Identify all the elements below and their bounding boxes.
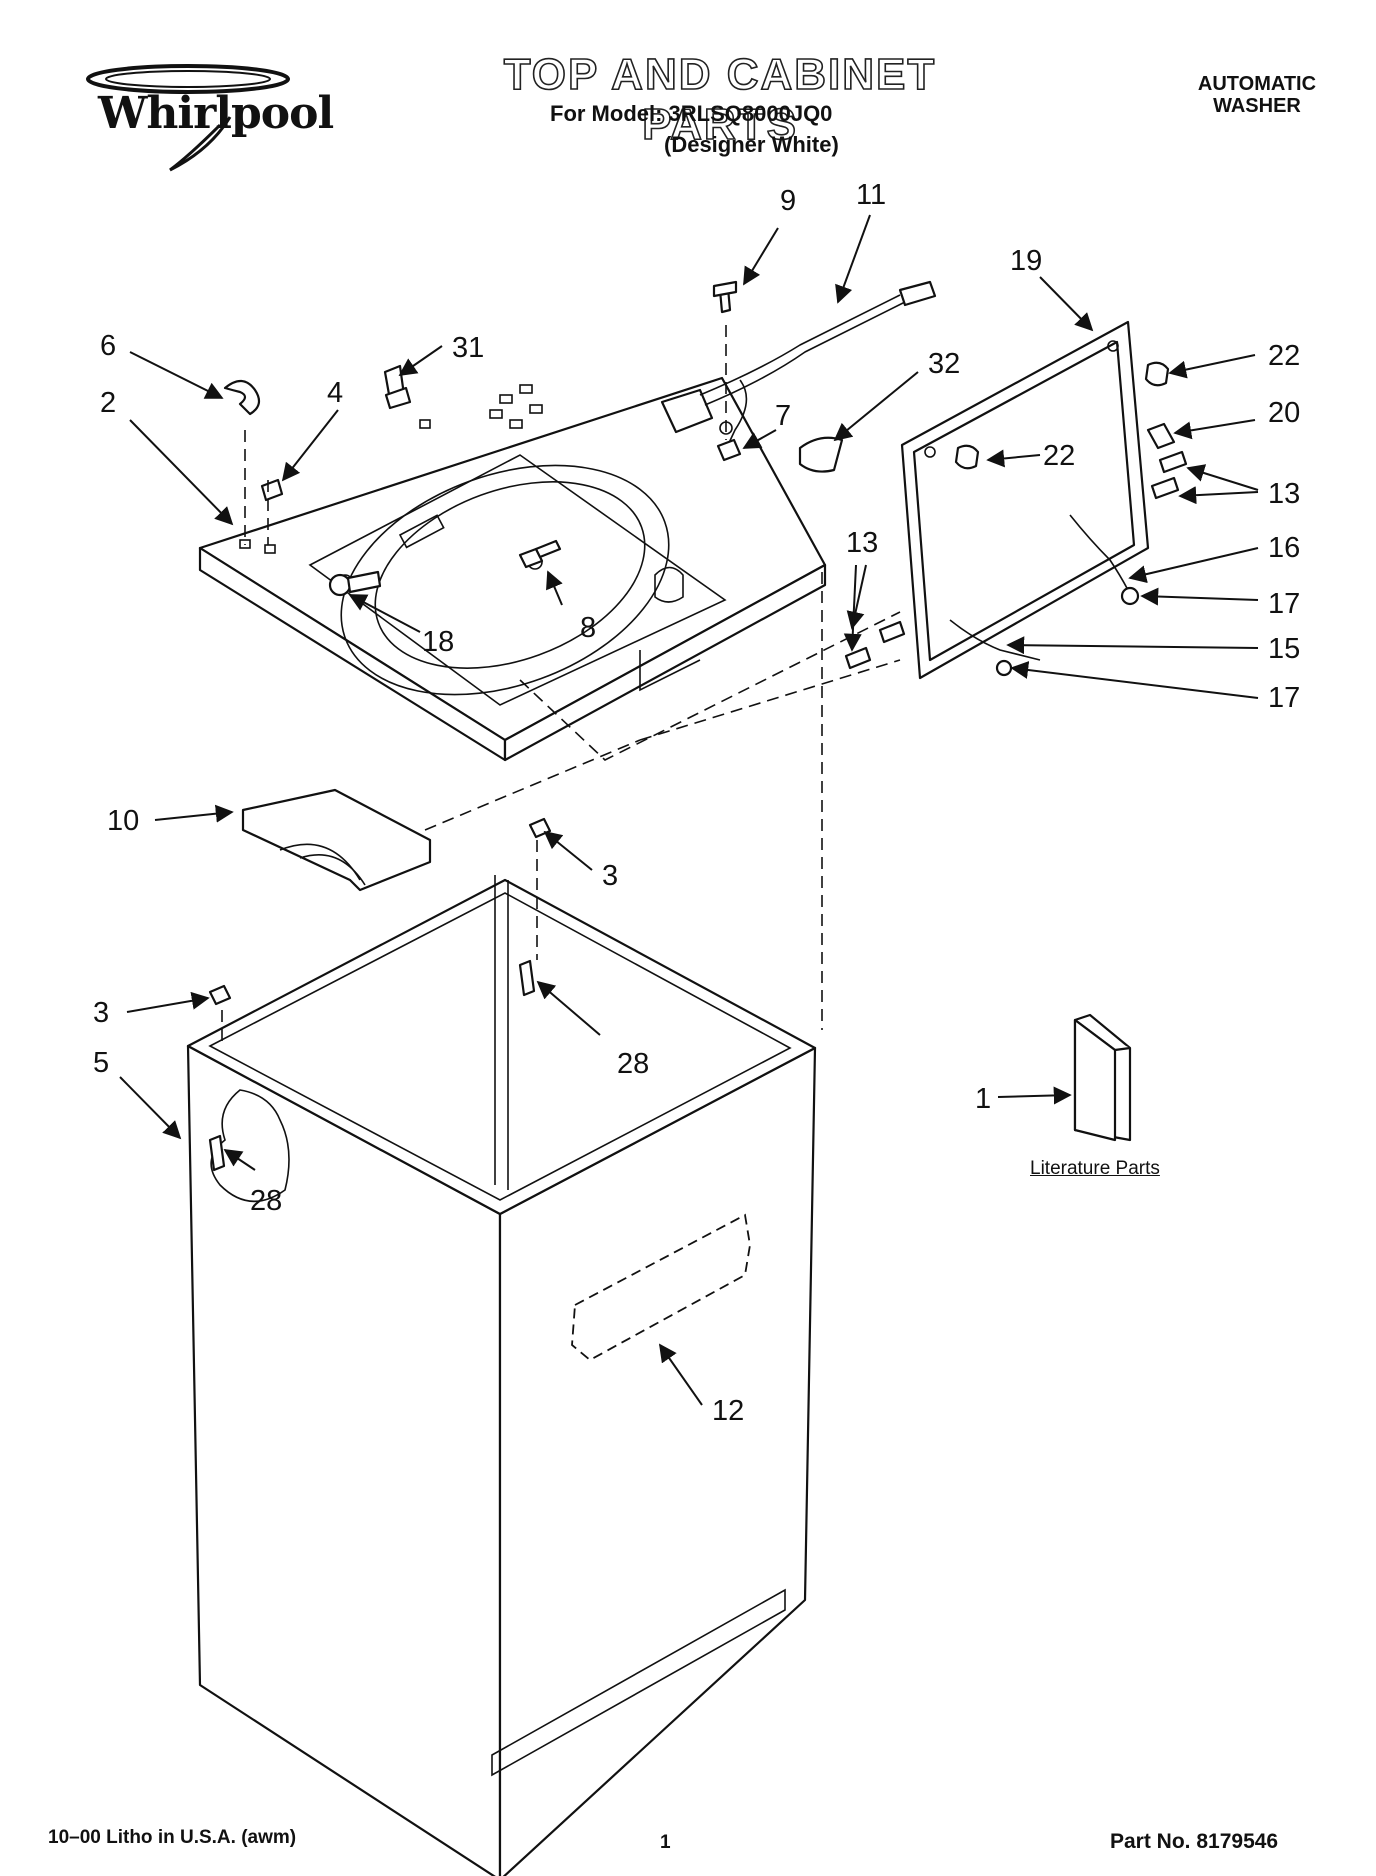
callout-32: 32 xyxy=(928,348,960,380)
page-number: 1 xyxy=(660,1832,671,1853)
console-frame-part-19 xyxy=(900,320,1150,680)
finish-label: (Designer White) xyxy=(664,132,839,157)
callout-8: 8 xyxy=(580,612,596,644)
lid-switch-assembly xyxy=(660,280,937,462)
literature-book-part-1 xyxy=(1073,1013,1132,1142)
callout-28a: 28 xyxy=(617,1048,649,1080)
nozzle-part-18 xyxy=(328,570,382,597)
callout-1: 1 xyxy=(975,1083,991,1115)
callout-16: 16 xyxy=(1268,532,1300,564)
callout-15: 15 xyxy=(1268,633,1300,665)
callout-18: 18 xyxy=(422,626,454,658)
callout-12: 12 xyxy=(712,1395,744,1427)
callout-4: 4 xyxy=(327,377,343,409)
callout-20: 20 xyxy=(1268,397,1300,429)
callout-3b: 3 xyxy=(93,997,109,1029)
callout-10: 10 xyxy=(107,805,139,837)
appliance-type-line2: WASHER xyxy=(1213,95,1301,117)
callout-13a: 13 xyxy=(1268,478,1300,510)
callout-22a: 22 xyxy=(1268,340,1300,372)
fastener-part-8 xyxy=(518,539,562,569)
callout-19: 19 xyxy=(1010,245,1042,277)
callout-6: 6 xyxy=(100,330,116,362)
callout-17b: 17 xyxy=(1268,682,1300,714)
callout-28b: 28 xyxy=(250,1185,282,1217)
bracket-part-10 xyxy=(241,788,432,892)
callout-9: 9 xyxy=(780,185,796,217)
callout-2: 2 xyxy=(100,387,116,419)
callout-5: 5 xyxy=(93,1047,109,1079)
spring-clip-part-4 xyxy=(260,478,284,502)
model-number: For Model: 3RLSQ8000JQ0 xyxy=(550,101,833,126)
part-number: Part No. 8179546 xyxy=(1110,1830,1279,1853)
callout-17a: 17 xyxy=(1268,588,1300,620)
cabinet-part-5 xyxy=(186,817,817,1876)
brand-wordmark: Whirlpool xyxy=(98,88,334,139)
top-panel xyxy=(198,376,827,762)
whirlpool-logo-swirl xyxy=(86,64,290,172)
hinge-clip-part-6 xyxy=(223,379,261,416)
callout-13b: 13 xyxy=(846,527,878,559)
callout-3a: 3 xyxy=(602,860,618,892)
page-title: TOP AND CABINET PARTS xyxy=(503,49,937,150)
clip-part-31 xyxy=(383,364,412,410)
appliance-type-line1: AUTOMATIC xyxy=(1197,73,1317,95)
literature-parts-label: Literature Parts xyxy=(1030,1158,1160,1179)
callout-31: 31 xyxy=(452,332,484,364)
insert-part-32 xyxy=(798,436,844,473)
callout-7: 7 xyxy=(775,400,791,432)
footer-litho: 10–00 Litho in U.S.A. (awm) xyxy=(48,1827,297,1848)
callout-11: 11 xyxy=(856,179,886,211)
callout-22b: 22 xyxy=(1043,440,1075,472)
